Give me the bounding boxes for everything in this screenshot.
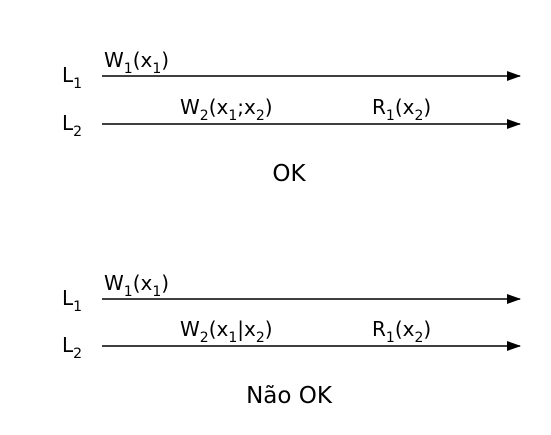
op-w1: W1(x1) [104, 271, 169, 300]
timeline-l2: L2 W2(x1;x2) R1(x2) [62, 95, 521, 140]
timeline-l1: L1 W1(x1) [62, 48, 521, 92]
op-w2: W2(x1;x2) [180, 95, 273, 124]
timeline-l1: L1 W1(x1) [62, 271, 521, 315]
op-r1: R1(x2) [372, 95, 431, 124]
line-label-l2: L2 [62, 333, 82, 362]
line-label-l1: L1 [62, 63, 82, 92]
timeline-l2: L2 W2(x1|x2) R1(x2) [62, 317, 521, 362]
op-w2: W2(x1|x2) [180, 317, 273, 346]
op-w1: W1(x1) [104, 48, 169, 77]
op-r1: R1(x2) [372, 317, 431, 346]
line-label-l1: L1 [62, 286, 82, 315]
line-label-l2: L2 [62, 111, 82, 140]
verdict-label: OK [272, 161, 306, 187]
diagram-nao-ok: L1 W1(x1) L2 W2(x1|x2) R1(x2) Não OK [62, 271, 521, 409]
verdict-label: Não OK [246, 383, 333, 409]
diagram-ok: L1 W1(x1) L2 W2(x1;x2) R1(x2) OK [62, 48, 521, 187]
